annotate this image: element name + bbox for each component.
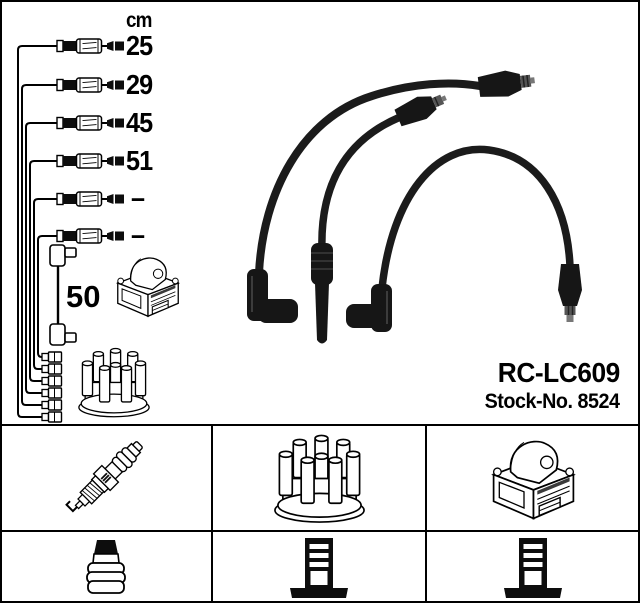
cable-bundle-lines [17,45,57,418]
stock-number: Stock-No. 8524 [485,390,620,413]
legend-cell-ignition-coil [426,426,640,532]
component-legend-grid [0,424,640,603]
cable-length-value: 51 [126,145,153,176]
length-unit-header: cm [126,9,152,32]
legend-cell-coil-connector [426,532,640,603]
distributor-cap-icon [78,347,150,418]
distributor-cap-icon [274,434,365,523]
coil-tower-icon [289,537,348,598]
cable-length-dash: – [131,182,145,213]
plug-terminal-icon [85,538,126,594]
part-code: RC-LC609 [497,357,620,388]
cable-length-dash: – [131,219,145,250]
distributor-end-stubs [41,351,63,423]
coil-tower-icon [504,537,563,598]
coil-wire-length: 50 [66,279,101,314]
cable-length-value: 29 [126,69,153,100]
ignition-coil-icon [117,257,179,317]
cable-length-value: 25 [126,30,153,61]
cable-kit-diagram [17,38,582,423]
cable-photo [247,70,582,344]
ignition-coil-icon [493,440,575,520]
legend-cell-spark-plug [0,426,214,532]
cable-length-value: 45 [126,107,153,138]
measured-cable-rows [56,38,125,244]
product-diagram-panel: cm 25 29 45 51 – – 50 RC-LC609 Stock-No.… [17,9,621,423]
coil-wire-drawing [49,244,77,346]
spark-plug-icon [63,435,149,521]
legend-cell-distributor-connector [213,532,427,603]
legend-cell-distributor-cap [213,426,427,532]
legend-cell-plug-terminal [0,532,214,603]
